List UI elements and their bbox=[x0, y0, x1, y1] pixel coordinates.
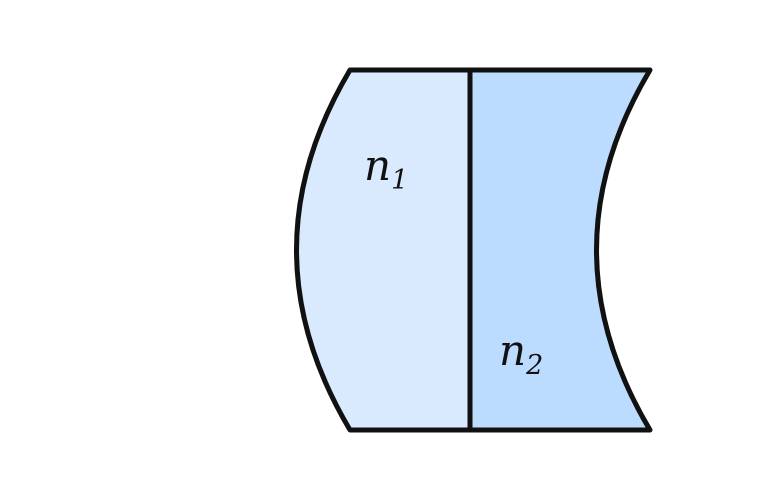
refractive-index-label-n2: n2 bbox=[499, 326, 543, 381]
label-n1-subscript: 1 bbox=[391, 165, 408, 196]
lens-element-1 bbox=[294, 67, 473, 433]
label-n1-base: n bbox=[364, 141, 391, 190]
label-n2-subscript: 2 bbox=[525, 350, 543, 381]
label-n2-base: n bbox=[499, 326, 526, 375]
refractive-index-label-n1: n1 bbox=[364, 141, 408, 196]
lens-element-2 bbox=[467, 67, 653, 433]
